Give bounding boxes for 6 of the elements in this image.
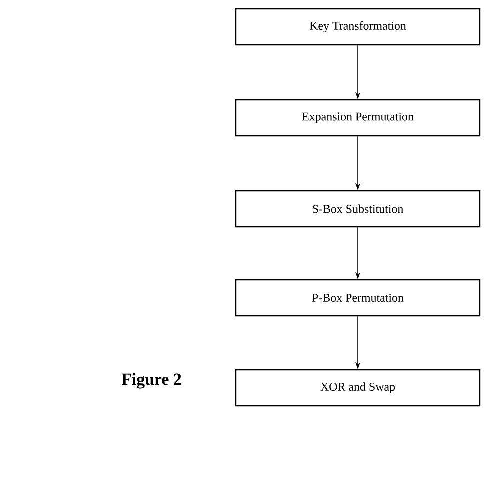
- process-box: S-Box Substitution: [235, 190, 481, 228]
- process-box: Key Transformation: [235, 8, 481, 46]
- process-box: XOR and Swap: [235, 369, 481, 407]
- figure-caption: Figure 2: [122, 373, 182, 389]
- process-box: Expansion Permutation: [235, 99, 481, 137]
- process-box: P-Box Permutation: [235, 279, 481, 317]
